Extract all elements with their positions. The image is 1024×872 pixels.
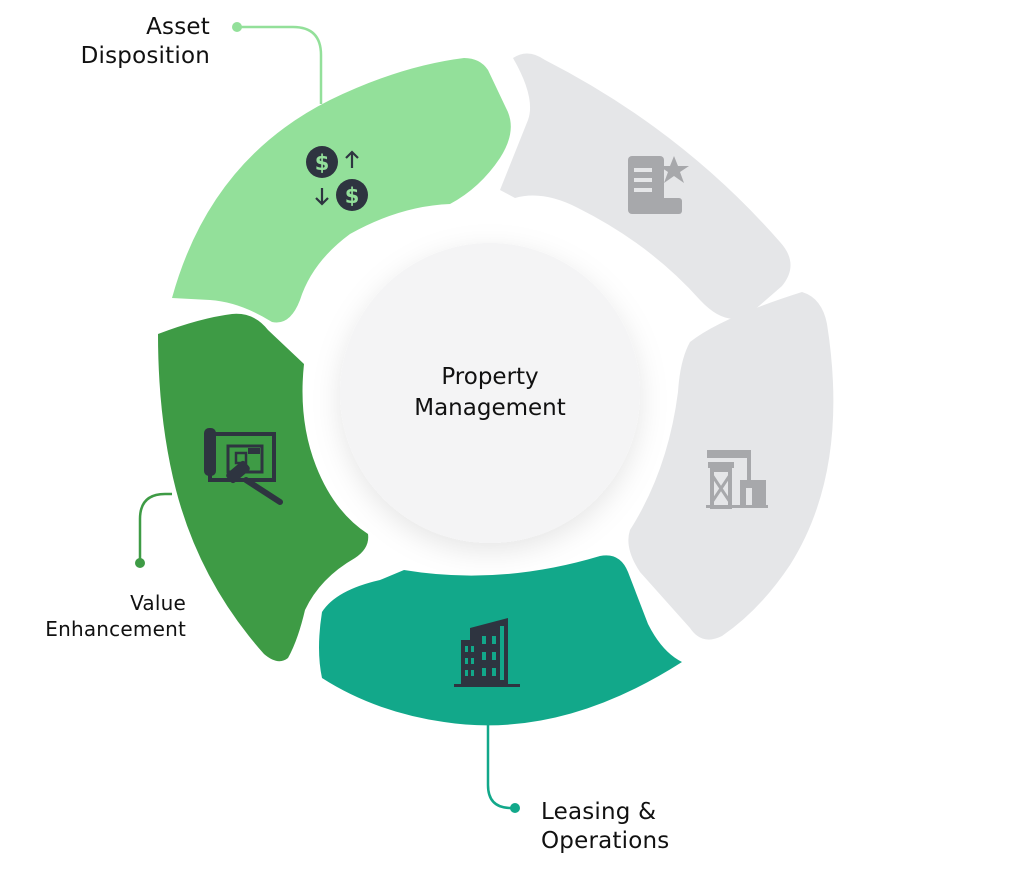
dollar-exchange-icon: $ $ <box>306 146 368 211</box>
label-leasing-line2: Operations <box>541 828 670 854</box>
connector-value-enhancement <box>135 492 172 568</box>
svg-text:$: $ <box>315 151 330 175</box>
blueprint-hammer-icon <box>204 428 283 505</box>
svg-text:$: $ <box>345 184 360 208</box>
label-value-enhancement: Value Enhancement <box>20 590 186 642</box>
office-building-icon <box>454 618 520 687</box>
center-title: Property Management <box>340 362 640 424</box>
center-circle <box>340 243 640 543</box>
segment-value-enhancement[interactable] <box>158 313 369 662</box>
center-title-line1: Property <box>441 364 539 390</box>
connector-asset-disposition <box>232 22 323 104</box>
document-star-icon <box>628 156 689 214</box>
label-asset-disposition: Asset Disposition <box>58 13 210 71</box>
label-asset-line1: Asset <box>146 14 210 40</box>
label-leasing-line1: Leasing & <box>541 799 657 825</box>
label-leasing-operations: Leasing & Operations <box>541 798 741 856</box>
center-title-line2: Management <box>414 395 566 421</box>
label-asset-line2: Disposition <box>80 43 210 69</box>
connector-leasing-operations <box>486 725 520 813</box>
label-value-line2: Enhancement <box>45 617 186 641</box>
label-value-line1: Value <box>130 591 186 615</box>
construction-crane-icon <box>706 450 768 509</box>
